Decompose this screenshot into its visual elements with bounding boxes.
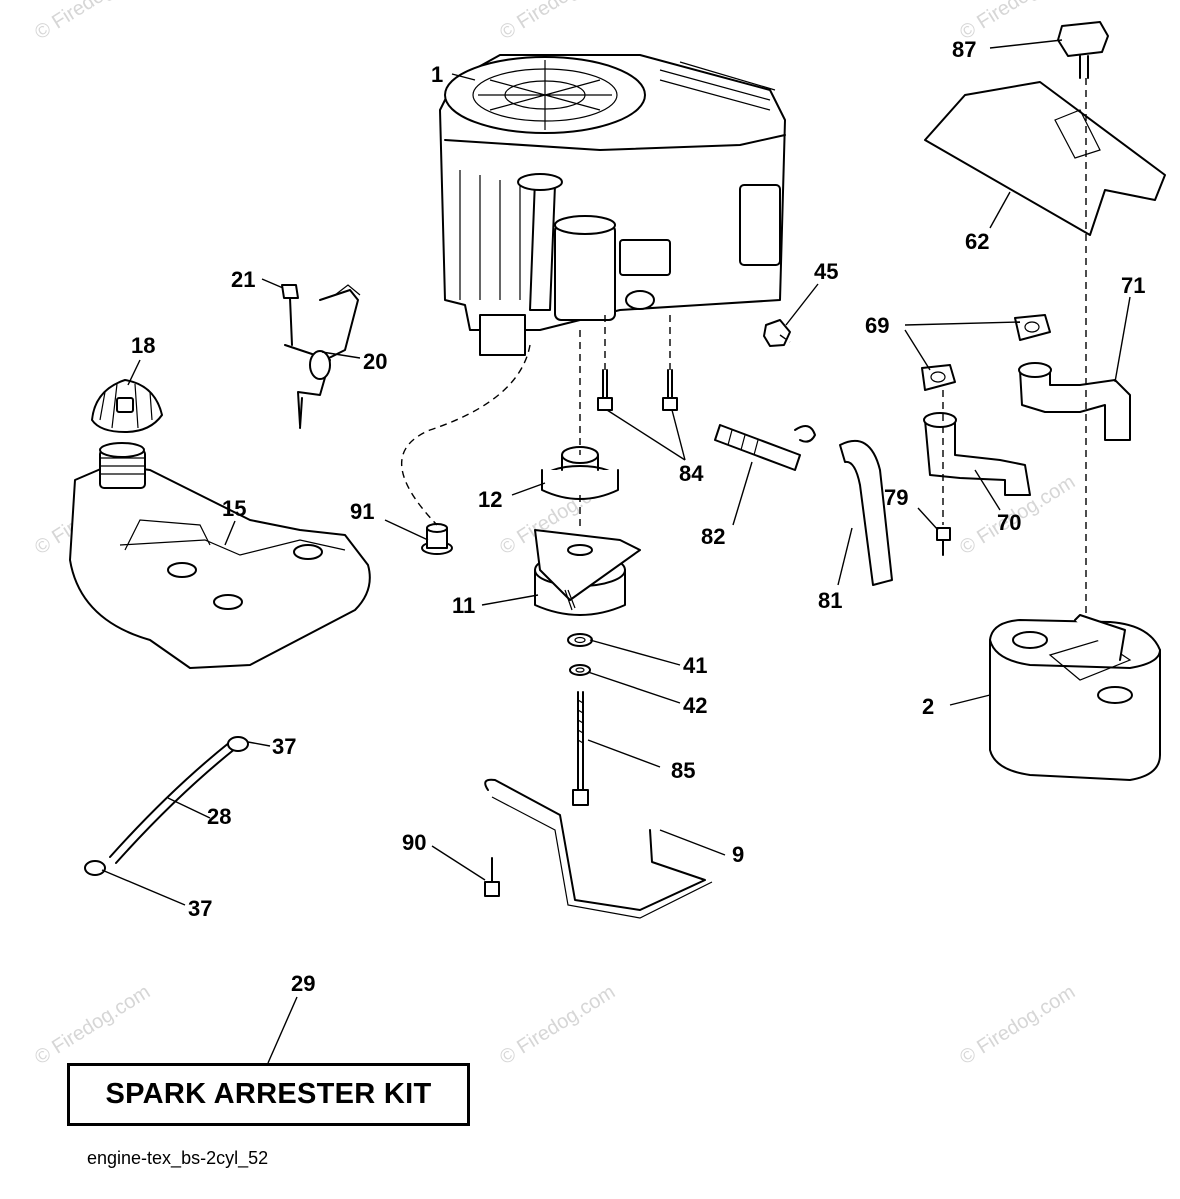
watermark: © Firedog.com [31, 0, 154, 44]
callout-labels: 1 2 9 11 12 15 18 20 21 28 29 37 37 41 4… [131, 37, 1145, 996]
clutch-part [534, 529, 641, 616]
callout-87: 87 [952, 37, 976, 62]
spark-arrester-kit-box: SPARK ARRESTER KIT [67, 1063, 470, 1126]
callout-62: 62 [965, 229, 989, 254]
heat-shield-part [924, 81, 1166, 236]
callout-21: 21 [231, 267, 255, 292]
diagram-caption: engine-tex_bs-2cyl_52 [87, 1148, 269, 1168]
callout-11: 11 [452, 593, 475, 618]
spark-arrester-kit-label: SPARK ARRESTER KIT [105, 1078, 432, 1110]
watermark: © Firedog.com [956, 981, 1079, 1069]
bolt-90-part [484, 857, 500, 897]
bolt-79-part [936, 527, 951, 556]
nut-part [763, 319, 791, 347]
washer-42-part [569, 664, 591, 676]
callout-91: 91 [350, 499, 374, 524]
bolt-84-part [597, 369, 678, 411]
center-lines [401, 78, 1087, 615]
fuel-tank-part [69, 442, 371, 669]
callout-2: 2 [922, 694, 934, 719]
clamp-part [84, 736, 249, 876]
callout-1: 1 [431, 62, 443, 87]
bolt-21-part [281, 284, 299, 346]
callout-28: 28 [207, 804, 231, 829]
callout-20: 20 [363, 349, 387, 374]
callout-82: 82 [701, 524, 725, 549]
callout-45: 45 [814, 259, 838, 284]
fuel-line-81-part [839, 440, 893, 586]
engine-part [439, 54, 786, 356]
knob-screw-part [1057, 21, 1109, 79]
watermark: © Firedog.com [31, 981, 154, 1069]
leader-lines [101, 39, 1131, 1064]
callout-18: 18 [131, 333, 155, 358]
callout-29: 29 [291, 971, 315, 996]
fuel-line-28-part [109, 741, 237, 864]
callout-41: 41 [683, 653, 707, 678]
callout-69: 69 [865, 313, 889, 338]
washer-41-part [567, 633, 593, 647]
callout-71: 71 [1121, 273, 1145, 298]
callout-70: 70 [997, 510, 1021, 535]
exhaust-pipe-70-part [923, 412, 1031, 496]
exhaust-pipe-71-part [1018, 362, 1131, 441]
muffler-part [989, 614, 1161, 781]
callout-37-top: 37 [272, 734, 296, 759]
throttle-control-part [284, 284, 361, 429]
fuel-cap-part [91, 379, 163, 433]
callout-84: 84 [679, 461, 704, 486]
watermark: © Firedog.com [496, 981, 619, 1069]
callout-42: 42 [683, 693, 707, 718]
gasket-part [921, 314, 1051, 391]
callout-15: 15 [222, 496, 246, 521]
callout-81: 81 [818, 588, 842, 613]
rod-part [484, 778, 713, 919]
callout-90: 90 [402, 830, 426, 855]
bolt-85-part [572, 691, 589, 806]
callout-12: 12 [478, 487, 502, 512]
callout-85: 85 [671, 758, 695, 783]
callout-79: 79 [884, 485, 908, 510]
callout-37-bottom: 37 [188, 896, 212, 921]
watermark: © Firedog.com [496, 0, 619, 44]
callout-9: 9 [732, 842, 744, 867]
fuel-filter-part [714, 424, 816, 471]
